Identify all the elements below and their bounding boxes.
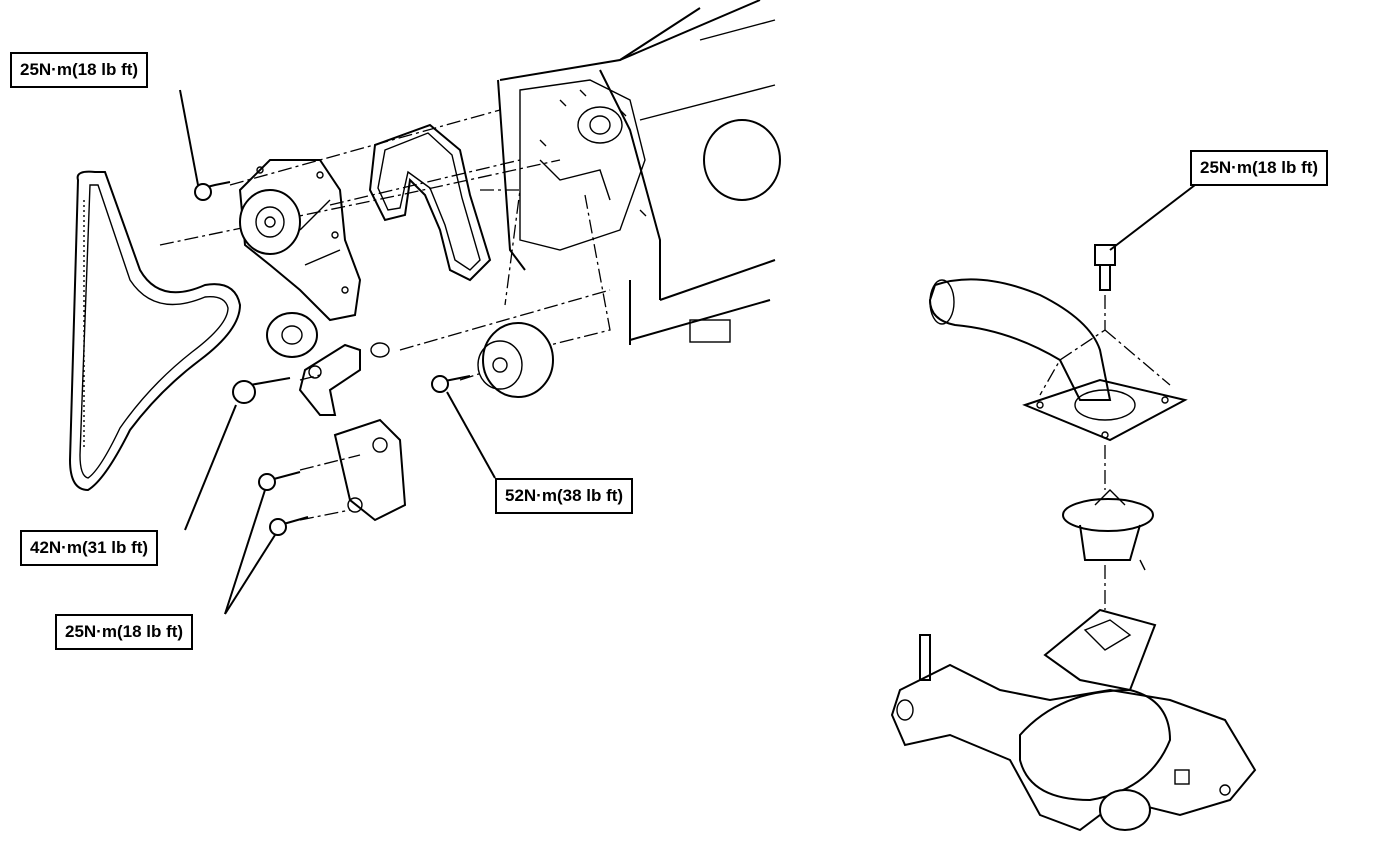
leader-lines <box>179 89 1196 615</box>
idler-pulley <box>431 322 554 398</box>
water-pump <box>238 159 362 322</box>
timing-belt <box>68 170 242 492</box>
torque-label-thermostat-housing-bolt: 25N·m(18 lb ft) <box>1190 150 1329 186</box>
torque-label-water-pump-bolt: 25N·m(18 lb ft) <box>10 52 149 88</box>
thermostat-alignment-lines <box>1039 295 1171 610</box>
water-pump-gasket <box>368 123 492 282</box>
torque-label-idler-pulley-bolt: 52N·m(38 lb ft) <box>495 478 634 514</box>
torque-label-tensioner-pulley-bolt: 42N·m(31 lb ft) <box>20 530 159 566</box>
thermostat-housing <box>928 278 1188 442</box>
thermostat <box>1062 489 1154 571</box>
torque-label-tensioner-bracket-bolts: 25N·m(18 lb ft) <box>55 614 194 650</box>
alignment-lines <box>159 109 611 521</box>
water-inlet-housing <box>890 608 1257 832</box>
tensioner-assembly <box>266 312 407 522</box>
bolts-left <box>194 181 309 536</box>
engine-block <box>497 0 781 345</box>
thermostat-bolt <box>1094 244 1116 291</box>
